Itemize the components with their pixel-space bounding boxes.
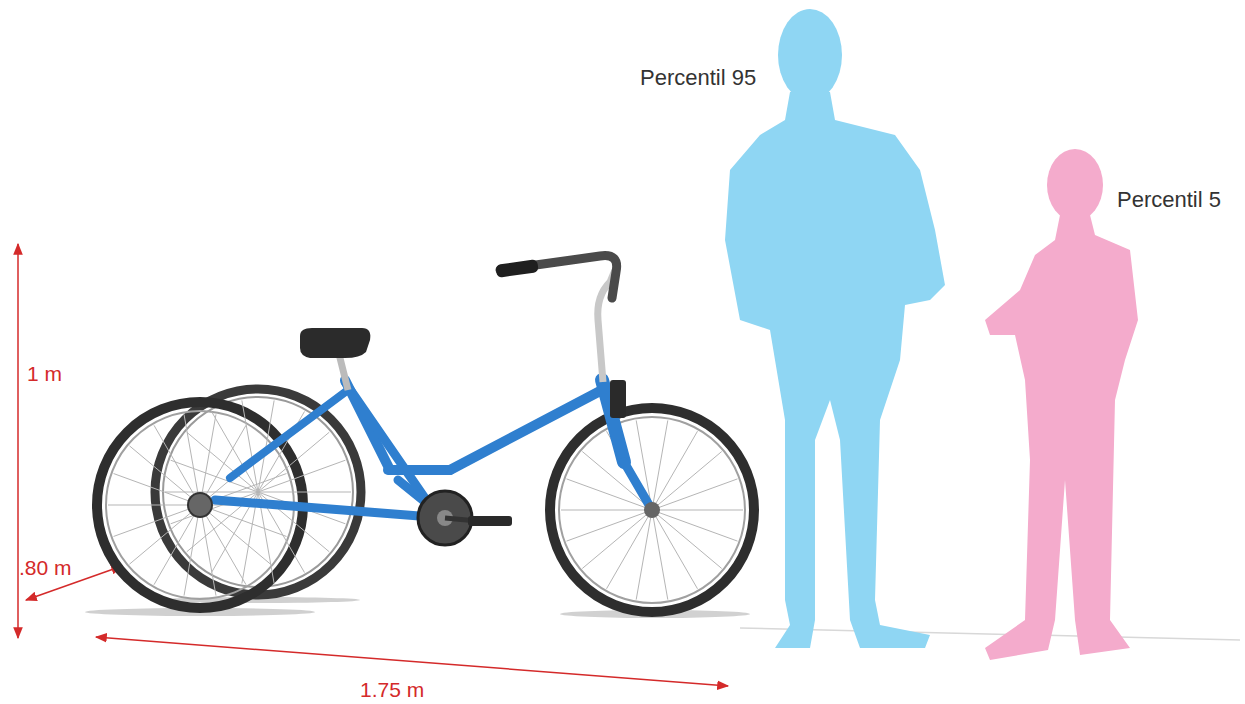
spoke <box>652 452 722 510</box>
spoke <box>582 510 652 568</box>
spokes <box>108 400 743 599</box>
figure-label: Percentil 5 <box>1117 188 1221 212</box>
spoke <box>652 431 698 510</box>
spoke <box>184 414 200 505</box>
spoke <box>607 510 653 589</box>
dimension-label: 1 m <box>27 362 62 385</box>
spoke <box>566 510 652 541</box>
spoke <box>258 492 351 493</box>
brake-caliper <box>610 380 626 418</box>
spoke <box>165 492 258 493</box>
person-percentile-95 <box>725 9 945 648</box>
dimension-label: 1.75 m <box>360 678 424 701</box>
spoke <box>108 505 200 506</box>
front-rim <box>559 417 745 603</box>
spoke <box>652 510 722 568</box>
seat <box>300 328 370 358</box>
dimension-lines <box>18 244 728 686</box>
spoke <box>114 474 200 505</box>
front-tire <box>550 408 754 612</box>
spoke <box>200 505 286 536</box>
spoke <box>561 510 652 511</box>
handlebar-grip <box>495 259 538 278</box>
spoke <box>258 460 345 492</box>
rear-hub <box>188 493 212 517</box>
person-percentile-5 <box>985 149 1138 660</box>
spoke <box>114 505 200 536</box>
figure-label: Percentil 95 <box>640 66 756 90</box>
spoke <box>200 505 270 564</box>
floor-line <box>740 628 1240 640</box>
dimension-label: .80 m <box>19 556 72 579</box>
spoke <box>130 446 200 505</box>
wheels <box>97 389 754 612</box>
spoke <box>652 510 738 541</box>
spoke <box>652 510 668 600</box>
pedal <box>468 516 512 526</box>
spoke <box>242 400 258 492</box>
spoke <box>130 505 200 564</box>
spoke <box>200 425 246 505</box>
front-hub <box>644 502 660 518</box>
spoke <box>200 505 216 596</box>
spoke <box>652 479 738 510</box>
spoke <box>652 510 743 511</box>
spoke <box>258 432 329 492</box>
spoke <box>154 505 200 585</box>
